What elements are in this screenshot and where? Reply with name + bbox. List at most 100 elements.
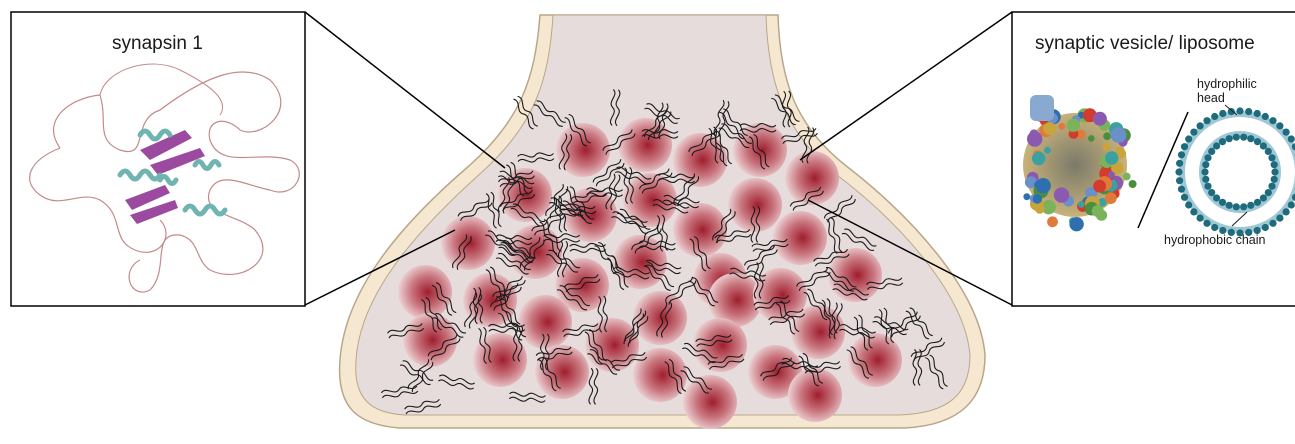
lipid-head bbox=[1262, 224, 1269, 231]
vesicle bbox=[683, 375, 737, 429]
protein-blob bbox=[1044, 147, 1051, 154]
protein-blob bbox=[1105, 192, 1117, 204]
lipid-head bbox=[1176, 160, 1183, 167]
vesicle bbox=[518, 295, 572, 349]
hydrophilic-head-label-line2: head bbox=[1197, 91, 1225, 105]
lipid-head bbox=[1283, 129, 1290, 136]
lipid-head bbox=[1202, 176, 1209, 183]
lipid-head bbox=[1219, 138, 1226, 145]
lipid-head bbox=[1197, 122, 1204, 129]
protein-blob bbox=[1035, 204, 1044, 213]
lipid-head bbox=[1178, 186, 1185, 193]
protein-blob bbox=[1108, 171, 1115, 178]
vesicle bbox=[728, 178, 782, 232]
lipid-head bbox=[1240, 134, 1247, 141]
lipid-head bbox=[1208, 189, 1215, 196]
lipid-head bbox=[1181, 194, 1188, 201]
protein-blob bbox=[1078, 201, 1085, 208]
protein-blob bbox=[1102, 143, 1110, 151]
protein-blob bbox=[1129, 180, 1137, 188]
lipid-head bbox=[1269, 220, 1276, 227]
lipid-head bbox=[1178, 151, 1185, 158]
lipid-head bbox=[1236, 107, 1243, 114]
protein-complex bbox=[1030, 95, 1054, 121]
lipid-head bbox=[1245, 108, 1252, 115]
zoom-line-right-top bbox=[800, 12, 1012, 160]
lipid-head bbox=[1213, 194, 1220, 201]
lipid-head bbox=[1265, 189, 1272, 196]
hydrophilic-head-label-line1: hydrophilic bbox=[1197, 77, 1257, 91]
lipid-head bbox=[1204, 183, 1211, 190]
lipid-head bbox=[1260, 194, 1267, 201]
protein-blob bbox=[1067, 119, 1080, 132]
lipid-head bbox=[1254, 110, 1261, 117]
protein-blob bbox=[1032, 152, 1045, 165]
zoom-line-left-top bbox=[305, 12, 505, 168]
lipid-head bbox=[1201, 168, 1208, 175]
lipid-head bbox=[1203, 117, 1210, 124]
lipid-head bbox=[1283, 208, 1290, 215]
vesicle bbox=[633, 348, 687, 402]
lipid-head bbox=[1288, 201, 1295, 208]
protein-blob bbox=[1111, 127, 1127, 143]
lipid-head bbox=[1265, 148, 1272, 155]
protein-blob bbox=[1033, 194, 1042, 203]
lipid-head bbox=[1254, 138, 1261, 145]
protein-blob bbox=[1105, 151, 1118, 164]
lipid-head bbox=[1219, 110, 1226, 117]
lipid-head bbox=[1176, 177, 1183, 184]
lipid-head bbox=[1219, 199, 1226, 206]
vesicle bbox=[441, 216, 495, 270]
vesicle bbox=[791, 305, 845, 359]
lipid-head bbox=[1247, 202, 1254, 209]
lipid-head bbox=[1204, 154, 1211, 161]
lipid-head bbox=[1202, 161, 1209, 168]
protein-blob bbox=[1043, 122, 1056, 135]
protein-blob bbox=[1054, 187, 1069, 202]
vesicle bbox=[773, 211, 827, 265]
vesicle bbox=[498, 168, 552, 222]
lipid-head bbox=[1228, 108, 1235, 115]
lipid-head bbox=[1288, 135, 1295, 142]
lipid-head bbox=[1268, 154, 1275, 161]
lipid-head bbox=[1226, 202, 1233, 209]
protein-blob bbox=[1092, 205, 1104, 217]
vesicle bbox=[788, 368, 842, 422]
lipid-head bbox=[1262, 113, 1269, 120]
lipid-head bbox=[1276, 122, 1283, 129]
protein-blob bbox=[1117, 149, 1126, 158]
lipid-head bbox=[1181, 143, 1188, 150]
protein-blob bbox=[1036, 178, 1051, 193]
lipid-head bbox=[1190, 129, 1197, 136]
protein-blob bbox=[1088, 135, 1095, 142]
protein-blob bbox=[1047, 216, 1058, 227]
protein-blob bbox=[1069, 217, 1083, 231]
lipid-head bbox=[1211, 113, 1218, 120]
protein-blob bbox=[1103, 132, 1111, 140]
protein-blob bbox=[1093, 112, 1107, 126]
lipid-head bbox=[1175, 168, 1182, 175]
lipid-head bbox=[1203, 220, 1210, 227]
lipid-head bbox=[1185, 201, 1192, 208]
lipid-head bbox=[1226, 135, 1233, 142]
lipid-head bbox=[1185, 135, 1192, 142]
vesicle bbox=[848, 333, 902, 387]
lipid-head bbox=[1268, 183, 1275, 190]
lipid-head bbox=[1271, 168, 1278, 175]
lipid-head bbox=[1271, 176, 1278, 183]
protein-blob bbox=[1023, 193, 1030, 200]
hydrophobic-chain-label: hydrophobic chain bbox=[1164, 233, 1265, 247]
lipid-head bbox=[1197, 215, 1204, 222]
protein-blob bbox=[1027, 131, 1042, 146]
vesicle bbox=[693, 318, 747, 372]
synapsin-inset-title: synapsin 1 bbox=[112, 33, 203, 55]
vesicle bbox=[633, 291, 687, 345]
lipid-head bbox=[1213, 142, 1220, 149]
lipid-head bbox=[1211, 224, 1218, 231]
protein-blob bbox=[1093, 180, 1106, 193]
lipid-head bbox=[1208, 148, 1215, 155]
lipid-head bbox=[1190, 208, 1197, 215]
lipid-head bbox=[1271, 161, 1278, 168]
lipid-head bbox=[1254, 199, 1261, 206]
